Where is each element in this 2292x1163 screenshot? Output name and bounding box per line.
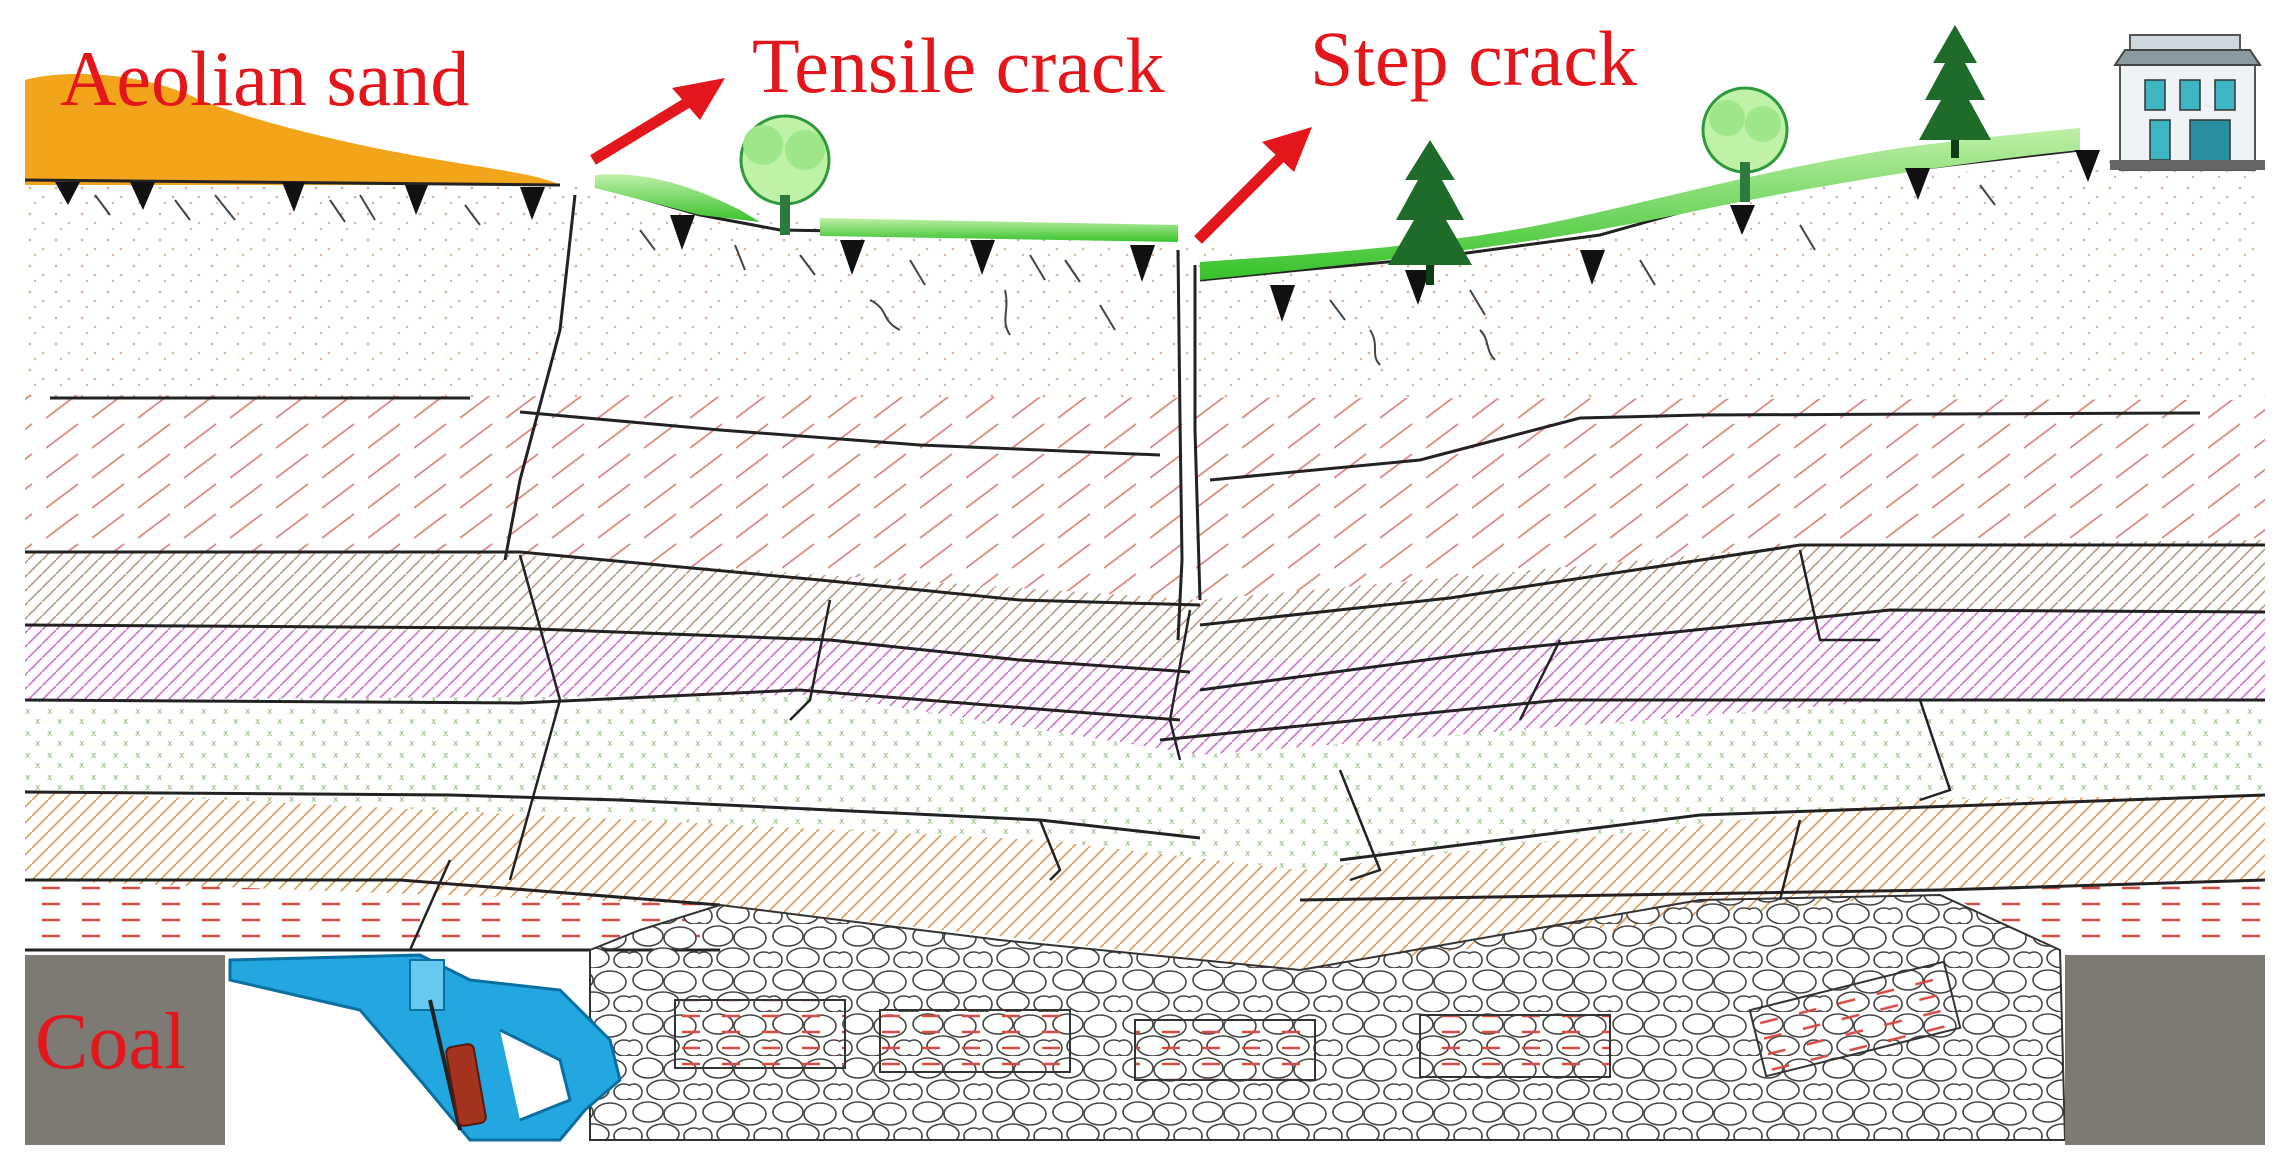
- triangle-marker-icon: [1405, 270, 1430, 305]
- triangle-marker-icon: [840, 240, 865, 275]
- triangle-marker-icon: [1270, 285, 1295, 322]
- triangle-marker-icon: [970, 240, 995, 275]
- triangle-marker-icon: [2075, 150, 2100, 182]
- caved-zone: [589, 893, 2067, 1141]
- coal-block-left: [25, 955, 225, 1145]
- conifer-tree-icon: [1919, 25, 1991, 158]
- fractured-blocks: [408, 549, 1952, 951]
- triangle-marker-icon: [670, 215, 695, 250]
- coal-seam: [25, 955, 2265, 1145]
- triangle-marker-icon: [1905, 168, 1930, 200]
- stratum-pink-layer: [25, 610, 2265, 755]
- stratum-red-mudstone: [25, 880, 720, 950]
- house-icon: [2110, 34, 2265, 171]
- triangle-marker-icon: [405, 185, 428, 215]
- conifer-tree-icon: [1388, 140, 1472, 285]
- deciduous-tree-icon: [1701, 86, 1789, 202]
- strata: [24, 140, 2266, 1141]
- triangle-marker-icon: [130, 182, 155, 210]
- triangle-marker-icon: [1130, 245, 1155, 282]
- step-crack-line: [1176, 249, 1184, 641]
- vertical-cracks: [503, 194, 1202, 641]
- shearer-drum: [445, 1043, 487, 1127]
- label-step-crack: Step crack: [1310, 15, 1637, 102]
- shearer-machine-icon: [228, 953, 622, 1142]
- triangle-marker-icon: [1580, 250, 1605, 285]
- triangle-marker-icon: [55, 182, 80, 205]
- grass: [595, 128, 2080, 280]
- fissure-ticks: [94, 184, 1996, 366]
- arrow-step-crack: [1194, 127, 1312, 244]
- label-coal: Coal: [35, 998, 186, 1086]
- deciduous-tree-icon: [739, 114, 831, 235]
- stratum-green-layer: [25, 695, 2265, 870]
- joint-markers: [55, 150, 2100, 322]
- triangle-marker-icon: [520, 187, 545, 220]
- caved-blocks: [674, 960, 1962, 1081]
- tensile-crack-line: [503, 194, 577, 561]
- triangle-marker-icon: [282, 182, 305, 212]
- coal-block-right: [2065, 955, 2265, 1145]
- stratum-red-sandstone: [25, 395, 2265, 600]
- stratum-orange-layer: [25, 790, 2265, 970]
- label-aeolian-sand: Aeolian sand: [60, 35, 469, 122]
- crack-arrows: [590, 78, 1312, 244]
- label-tensile-crack: Tensile crack: [752, 22, 1164, 109]
- aeolian-sand-deposit: [25, 74, 560, 185]
- arrow-tensile-crack: [590, 78, 725, 165]
- triangle-marker-icon: [1730, 205, 1755, 235]
